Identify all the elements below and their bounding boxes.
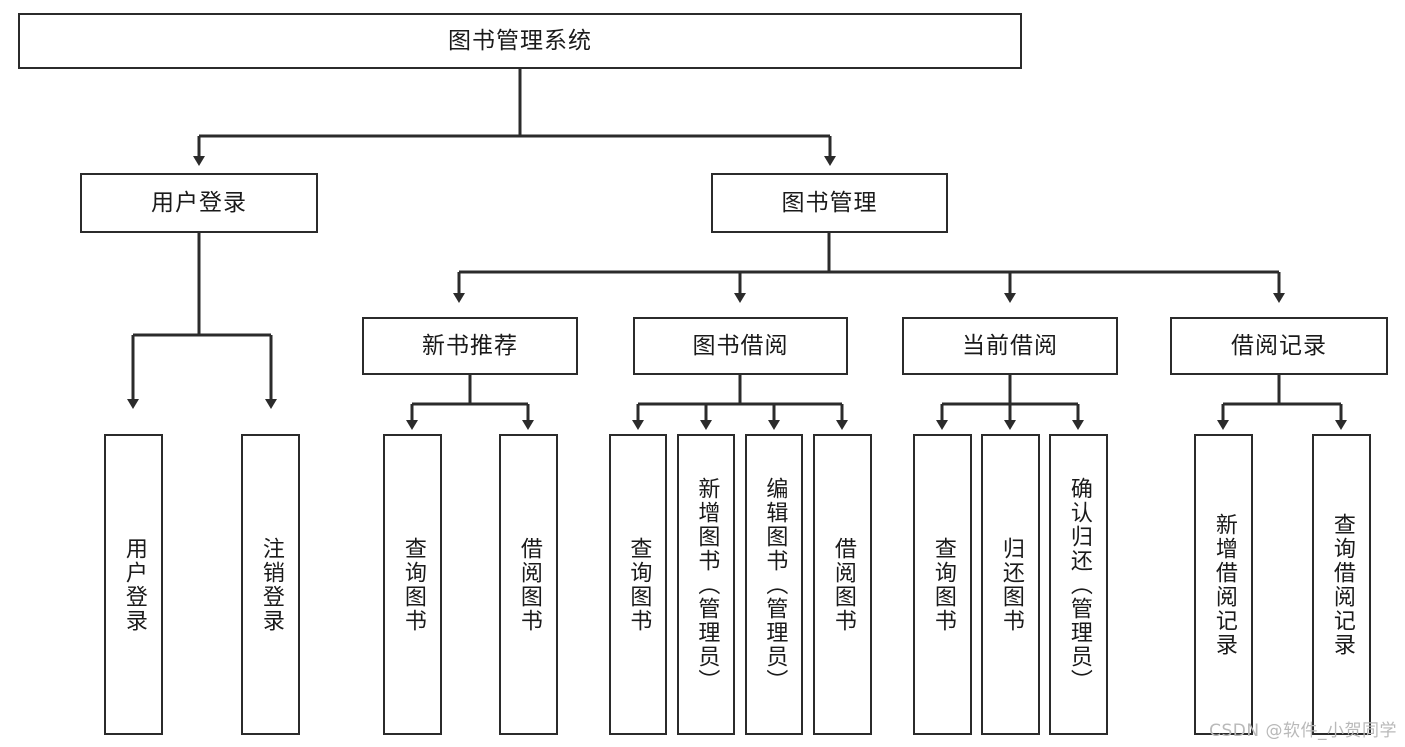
leaf-recommend-query-book[interactable]: 查询图书 [383,434,442,735]
node-label: 确认归还（管理员） [1066,476,1092,693]
leaf-current-return-book[interactable]: 归还图书 [981,434,1040,735]
leaf-recommend-borrow-book[interactable]: 借阅图书 [499,434,558,735]
leaf-current-query-book[interactable]: 查询图书 [913,434,972,735]
node-user-login[interactable]: 用户登录 [80,173,318,233]
node-new-book-recommend[interactable]: 新书推荐 [362,317,578,375]
node-root-book-management-system[interactable]: 图书管理系统 [18,13,1022,69]
node-label: 用户登录 [121,536,147,633]
node-label: 借阅记录 [1231,332,1327,359]
leaf-user-login-logout[interactable]: 注销登录 [241,434,300,735]
leaf-record-query-record[interactable]: 查询借阅记录 [1312,434,1371,735]
node-label: 图书管理 [781,189,878,216]
node-label: 用户登录 [151,189,247,216]
node-label: 查询图书 [400,536,426,633]
node-label: 编辑图书（管理员） [762,476,788,693]
node-label: 新增图书（管理员） [694,476,720,693]
node-label: 借阅图书 [516,536,542,633]
node-label: 新书推荐 [422,332,518,359]
leaf-borrow-borrow-book[interactable]: 借阅图书 [813,434,872,735]
node-label: 查询借阅记录 [1329,512,1355,657]
leaf-borrow-query-book[interactable]: 查询图书 [609,434,667,735]
leaf-borrow-add-book-admin[interactable]: 新增图书（管理员） [677,434,735,735]
node-label: 当前借阅 [962,332,1058,359]
node-label: 图书借阅 [692,332,789,359]
leaf-record-add-record[interactable]: 新增借阅记录 [1194,434,1253,735]
leaf-user-login-login[interactable]: 用户登录 [104,434,163,735]
leaf-current-confirm-return-admin[interactable]: 确认归还（管理员） [1049,434,1108,735]
node-book-management[interactable]: 图书管理 [711,173,948,233]
node-label: 注销登录 [258,536,284,633]
node-label: 新增借阅记录 [1211,512,1237,657]
node-borrow-record[interactable]: 借阅记录 [1170,317,1388,375]
watermark-text: CSDN @软件_小贺同学 [1209,721,1397,741]
node-label: 图书管理系统 [448,27,592,54]
node-book-borrow[interactable]: 图书借阅 [633,317,848,375]
node-label: 借阅图书 [830,536,856,633]
leaf-borrow-edit-book-admin[interactable]: 编辑图书（管理员） [745,434,803,735]
node-label: 查询图书 [626,536,652,633]
node-current-borrow[interactable]: 当前借阅 [902,317,1118,375]
node-label: 归还图书 [998,536,1024,633]
node-label: 查询图书 [930,536,956,633]
